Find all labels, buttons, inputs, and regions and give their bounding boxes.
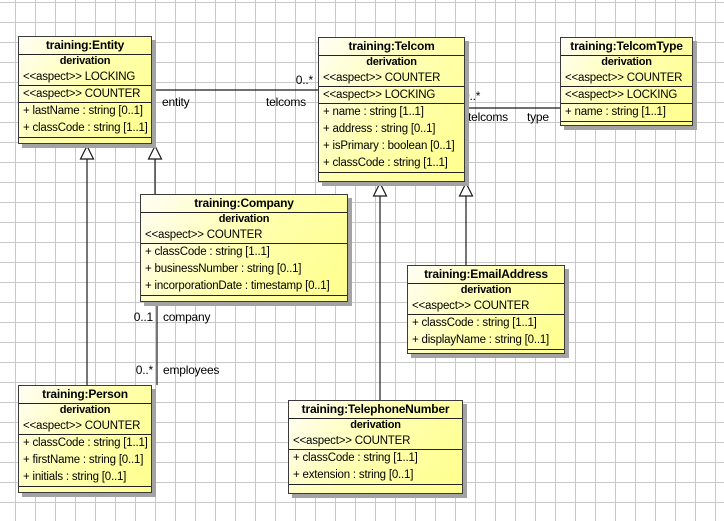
empty-compartment	[19, 138, 151, 143]
aspect-row[interactable]: <<aspect>> LOCKING	[319, 87, 464, 104]
attribute-row[interactable]: + classCode : string [1..1]	[412, 317, 537, 329]
multiplicity-label[interactable]: 0..*	[463, 89, 481, 103]
role-label-type[interactable]: type	[527, 110, 549, 124]
class-keyword: derivation	[218, 213, 270, 225]
role-label-telcoms[interactable]: telcoms	[266, 95, 306, 109]
class-entity[interactable]: training:Entity derivation <<aspect>> LO…	[18, 36, 152, 144]
class-title[interactable]: training:Company	[141, 195, 347, 213]
attribute-row[interactable]: + firstName : string [0..1]	[23, 454, 144, 466]
aspect-row[interactable]: <<aspect>> LOCKING	[561, 87, 692, 104]
attribute-row[interactable]: + classCode : string [1..1]	[293, 452, 418, 464]
generalization-arrowhead-icon[interactable]	[147, 144, 163, 160]
generalization-arrowhead-icon[interactable]	[458, 181, 474, 197]
attribute-row[interactable]: + classCode : string [1..1]	[23, 122, 148, 134]
role-label-entity[interactable]: entity	[162, 95, 190, 109]
attribute-row[interactable]: + lastName : string [0..1]	[23, 105, 143, 117]
aspect-row[interactable]: <<aspect>> COUNTER	[289, 433, 462, 450]
aspect-row[interactable]: <<aspect>> COUNTER	[561, 70, 692, 87]
attribute-row[interactable]: + initials : string [0..1]	[23, 471, 127, 483]
class-person[interactable]: training:Person derivation <<aspect>> CO…	[18, 385, 152, 493]
attribute-row[interactable]: + businessNumber : string [0..1]	[145, 263, 302, 275]
class-title[interactable]: training:Telcom	[319, 38, 464, 56]
generalization-arrowhead-icon[interactable]	[372, 181, 388, 197]
class-title[interactable]: training:Entity	[19, 37, 151, 55]
attribute-row[interactable]: + name : string [1..1]	[323, 106, 424, 118]
class-keyword: derivation	[601, 56, 652, 68]
aspect-row[interactable]: <<aspect>> LOCKING	[19, 69, 151, 86]
attribute-row[interactable]: + name : string [1..1]	[565, 106, 666, 118]
aspect-row[interactable]: <<aspect>> COUNTER	[141, 227, 347, 244]
attribute-row[interactable]: + classCode : string [1..1]	[23, 437, 148, 449]
attribute-row[interactable]: + displayName : string [0..1]	[412, 334, 550, 346]
empty-compartment	[561, 122, 692, 125]
class-title[interactable]: training:EmailAddress	[408, 266, 564, 284]
aspect-row[interactable]: <<aspect>> COUNTER	[408, 298, 564, 315]
class-title[interactable]: training:TelcomType	[561, 38, 692, 56]
multiplicity-label[interactable]: 0..*	[135, 363, 153, 377]
multiplicity-label[interactable]: 0..1	[133, 310, 153, 324]
empty-compartment	[408, 350, 564, 353]
class-telcom[interactable]: training:Telcom derivation <<aspect>> CO…	[318, 37, 465, 182]
class-keyword: derivation	[460, 284, 512, 296]
attribute-row[interactable]: + isPrimary : boolean [0..1]	[323, 140, 455, 152]
empty-compartment	[19, 487, 151, 492]
class-company[interactable]: training:Company derivation <<aspect>> C…	[140, 194, 348, 302]
attribute-row[interactable]: + extension : string [0..1]	[293, 469, 414, 481]
class-emailaddress[interactable]: training:EmailAddress derivation <<aspec…	[407, 265, 565, 354]
class-keyword: derivation	[59, 55, 111, 67]
attribute-row[interactable]: + classCode : string [1..1]	[145, 246, 270, 258]
role-label-employees[interactable]: employees	[163, 363, 220, 377]
class-keyword: derivation	[59, 404, 111, 416]
class-title[interactable]: training:Person	[19, 386, 151, 404]
attribute-row[interactable]: + incorporationDate : timestamp [0..1]	[145, 280, 330, 292]
empty-compartment	[289, 485, 462, 493]
role-label-company[interactable]: company	[163, 310, 211, 324]
multiplicity-label[interactable]: 0..*	[295, 73, 313, 87]
class-telephonenumber[interactable]: training:TelephoneNumber derivation <<as…	[288, 400, 463, 494]
empty-compartment	[141, 296, 347, 301]
role-label-telcoms[interactable]: telcoms	[468, 110, 508, 124]
class-keyword: derivation	[350, 419, 401, 431]
class-telcomtype[interactable]: training:TelcomType derivation <<aspect>…	[560, 37, 693, 126]
aspect-row[interactable]: <<aspect>> COUNTER	[19, 86, 151, 103]
generalization-arrowhead-icon[interactable]	[79, 144, 95, 160]
aspect-row[interactable]: <<aspect>> COUNTER	[319, 70, 464, 87]
attribute-row[interactable]: + address : string [0..1]	[323, 123, 436, 135]
class-keyword: derivation	[366, 56, 417, 68]
empty-compartment	[319, 173, 464, 181]
attribute-row[interactable]: + classCode : string [1..1]	[323, 157, 448, 169]
class-title[interactable]: training:TelephoneNumber	[289, 401, 462, 419]
aspect-row[interactable]: <<aspect>> COUNTER	[19, 418, 151, 435]
